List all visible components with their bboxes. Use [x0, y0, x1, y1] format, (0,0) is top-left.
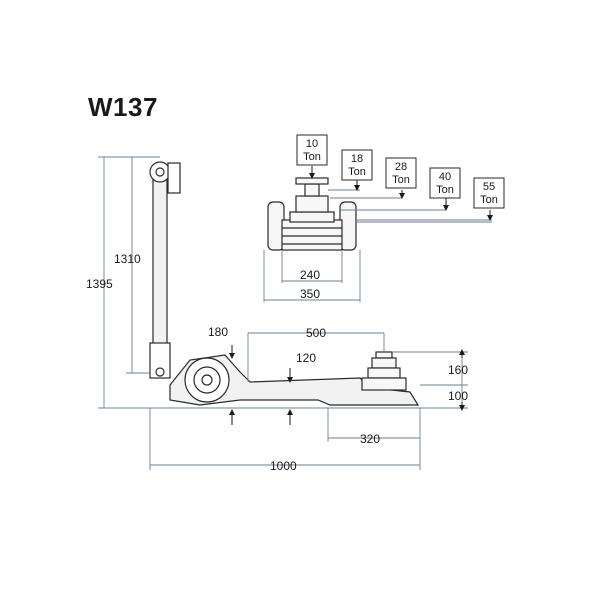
label-160: 160 [448, 363, 468, 377]
capacity-box-55: 55 Ton [473, 177, 505, 209]
capacity-box-10: 10 Ton [296, 134, 328, 166]
label-320: 320 [360, 432, 380, 446]
svg-text:28: 28 [395, 161, 407, 173]
svg-text:Ton: Ton [436, 184, 454, 196]
dimension-arrows [229, 345, 465, 425]
capacity-level-lines [328, 189, 492, 223]
svg-text:Ton: Ton [303, 151, 321, 163]
jack-handle [149, 161, 181, 379]
svg-text:40: 40 [439, 171, 451, 183]
svg-text:Ton: Ton [392, 174, 410, 186]
label-1310: 1310 [114, 252, 141, 266]
label-100: 100 [448, 389, 468, 403]
capacity-box-40: 40 Ton [429, 167, 461, 199]
svg-text:18: 18 [351, 153, 363, 165]
svg-text:10: 10 [306, 138, 318, 150]
svg-text:55: 55 [483, 181, 495, 193]
label-1000: 1000 [270, 459, 297, 473]
label-350: 350 [300, 287, 320, 301]
label-120: 120 [296, 351, 316, 365]
capacity-box-18: 18 Ton [341, 149, 373, 181]
label-1395: 1395 [86, 277, 113, 291]
label-500: 500 [306, 326, 326, 340]
svg-text:Ton: Ton [480, 194, 498, 206]
svg-text:Ton: Ton [348, 166, 366, 178]
capacity-box-28: 28 Ton [385, 157, 417, 189]
label-240: 240 [300, 268, 320, 282]
front-view-jack [267, 177, 357, 251]
front-view-dimensions [263, 250, 361, 302]
model-title: W137 [88, 92, 158, 122]
label-180: 180 [208, 325, 228, 339]
dimension-lines [98, 156, 468, 470]
capacity-arrows [309, 166, 493, 221]
jack-chassis [169, 354, 420, 406]
lifting-cylinder [361, 351, 407, 391]
